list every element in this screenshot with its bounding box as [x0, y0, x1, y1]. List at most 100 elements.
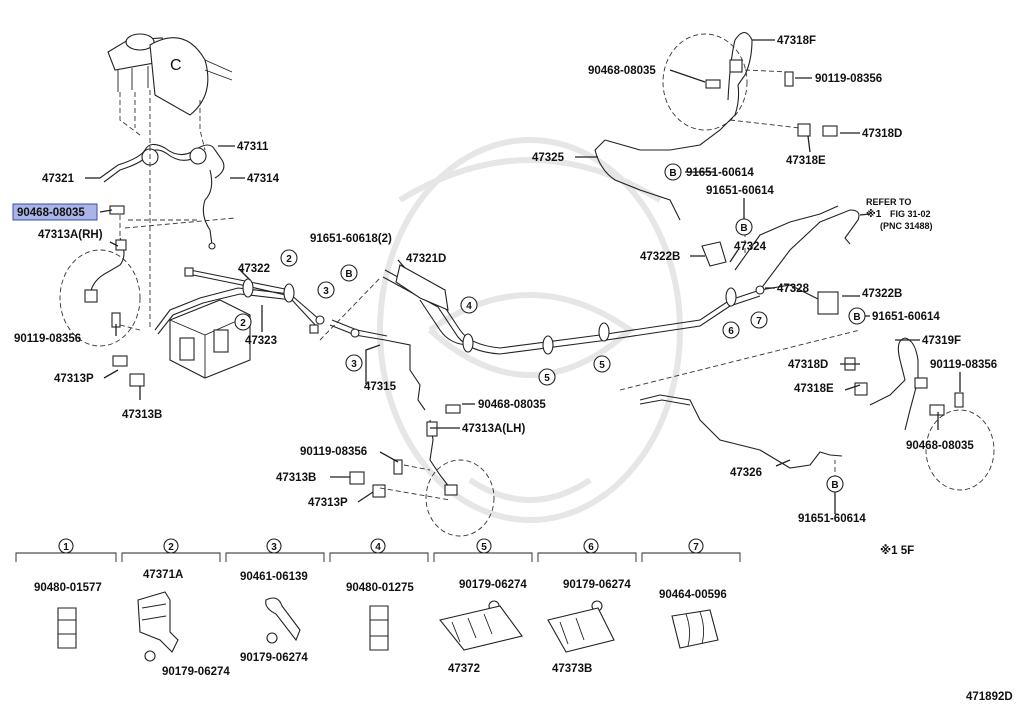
- label-47326[interactable]: 47326: [730, 467, 762, 479]
- label-47322B-b[interactable]: 47322B: [862, 288, 902, 300]
- label-47318D-r[interactable]: 47318D: [788, 359, 828, 371]
- callout-b-1[interactable]: B: [340, 264, 358, 282]
- rear-lh-disc: [925, 409, 995, 491]
- label-91651-60614-d[interactable]: 91651-60614: [798, 513, 866, 525]
- label-91651-60614-a[interactable]: 91651-60614: [686, 167, 754, 179]
- legend-number-2: 2: [168, 542, 174, 553]
- label-47318E-r[interactable]: 47318E: [794, 383, 834, 395]
- label-91651-60614-b[interactable]: 91651-60614: [706, 185, 774, 197]
- legend-item-1[interactable]: 1 90480-01577: [34, 538, 102, 649]
- svg-text:5: 5: [544, 373, 550, 384]
- label-47313P-mid[interactable]: 47313P: [308, 497, 348, 509]
- legend-sub-3: 90179-06274: [240, 652, 308, 664]
- svg-text:7: 7: [756, 316, 762, 327]
- label-90468-08035-r[interactable]: 90468-08035: [906, 440, 974, 452]
- legend-item-2[interactable]: 2 47371A 90179-06274: [137, 538, 230, 678]
- callout-4[interactable]: 4: [460, 296, 478, 314]
- label-47311[interactable]: 47311: [237, 141, 269, 153]
- front-lh-disc: [425, 459, 495, 537]
- callout-2-lower[interactable]: 2: [234, 313, 252, 331]
- brake-booster-assembly[interactable]: C: [107, 33, 233, 116]
- callout-7[interactable]: 7: [750, 311, 768, 329]
- label-47328[interactable]: 47328: [777, 283, 810, 295]
- label-47318D-top[interactable]: 47318D: [862, 128, 902, 140]
- label-90119-08356-r[interactable]: 90119-08356: [930, 359, 997, 371]
- legend-item-6[interactable]: 6 90179-06274 47373B: [547, 538, 631, 675]
- callout-b-4[interactable]: B: [848, 307, 866, 325]
- label-90468-08035-selected[interactable]: 90468-08035: [17, 207, 85, 219]
- legend-number-6: 6: [588, 542, 594, 553]
- label-47319F[interactable]: 47319F: [922, 335, 961, 347]
- callout-5-b[interactable]: 5: [593, 355, 611, 373]
- legend-part-4: 90480-01275: [346, 582, 414, 594]
- legend-part-3: 90461-06139: [240, 571, 308, 583]
- refer-note-line-1: REFER TO: [866, 197, 911, 207]
- svg-text:C: C: [170, 57, 182, 74]
- legend-sub-5: 47372: [448, 663, 480, 675]
- callout-2-upper[interactable]: 2: [280, 249, 298, 267]
- label-47318E-top[interactable]: 47318E: [786, 155, 826, 167]
- label-47323[interactable]: 47323: [245, 335, 277, 347]
- svg-text:3: 3: [323, 286, 329, 297]
- rear-rh-top-disc: [662, 33, 748, 131]
- label-47325[interactable]: 47325: [532, 152, 565, 164]
- label-47322B-a[interactable]: 47322B: [640, 251, 680, 263]
- callout-b-2[interactable]: B: [664, 163, 682, 181]
- svg-text:3: 3: [351, 359, 357, 370]
- legend-item-5[interactable]: 5 90179-06274 47372: [439, 538, 527, 675]
- clamp-legend: 1 90480-01577 2 47371A 90179-06274 3 904…: [15, 538, 741, 678]
- label-47321[interactable]: 47321: [42, 173, 75, 185]
- svg-text:5: 5: [599, 360, 605, 371]
- label-90468-08035-mid[interactable]: 90468-08035: [478, 399, 546, 411]
- legend-number-5: 5: [481, 542, 487, 553]
- label-47315[interactable]: 47315: [364, 381, 397, 393]
- label-90119-08356-mid[interactable]: 90119-08356: [300, 446, 367, 458]
- label-90468-08035-top[interactable]: 90468-08035: [588, 65, 656, 77]
- legend-part-5: 90179-06274: [459, 579, 527, 591]
- label-47318F[interactable]: 47318F: [777, 35, 816, 47]
- svg-text:6: 6: [728, 326, 734, 337]
- callout-3-lower[interactable]: 3: [345, 354, 363, 372]
- callout-b-3[interactable]: B: [735, 218, 753, 236]
- legend-part-1: 90480-01577: [34, 582, 102, 594]
- svg-text:B: B: [669, 168, 676, 179]
- selected-part-highlight[interactable]: 90468-08035: [12, 203, 98, 221]
- svg-text:2: 2: [286, 254, 292, 265]
- part-labels: 47318F 90468-08035 90119-08356 47318D 47…: [12, 35, 1013, 703]
- legend-part-7: 90464-00596: [659, 589, 727, 601]
- legend-item-4[interactable]: 4 90480-01275: [346, 538, 414, 651]
- label-47313B-l[interactable]: 47313B: [122, 409, 162, 421]
- legend-sub-6: 47373B: [552, 663, 592, 675]
- selected-highlight-box: [12, 203, 98, 221]
- label-91651-60614-c[interactable]: 91651-60614: [872, 311, 940, 323]
- callout-3-upper[interactable]: 3: [317, 281, 335, 299]
- legend-part-6: 90179-06274: [563, 579, 631, 591]
- svg-text:4: 4: [466, 301, 472, 312]
- front-rh-disc: [59, 249, 141, 347]
- label-90119-08356-l[interactable]: 90119-08356: [14, 333, 81, 345]
- svg-text:B: B: [345, 269, 352, 280]
- label-47313P-l[interactable]: 47313P: [54, 373, 94, 385]
- callout-b-5[interactable]: B: [826, 475, 844, 493]
- refer-note-line-2: FIG 31-02: [890, 209, 931, 219]
- callout-6[interactable]: 6: [722, 321, 740, 339]
- legend-number-4: 4: [375, 542, 381, 553]
- watermark-emblem: [377, 137, 683, 523]
- label-47313A-LH[interactable]: 47313A(LH): [462, 423, 525, 435]
- legend-number-7: 7: [693, 542, 699, 553]
- legend-item-7[interactable]: 7 90464-00596: [659, 538, 727, 649]
- footnote-5f: ※1 5F: [880, 543, 914, 557]
- label-47313B-mid[interactable]: 47313B: [276, 472, 316, 484]
- legend-item-3[interactable]: 3 90461-06139 90179-06274: [240, 538, 308, 664]
- label-47313A-RH[interactable]: 47313A(RH): [38, 229, 103, 241]
- label-47324[interactable]: 47324: [734, 241, 767, 253]
- callout-5-a[interactable]: 5: [538, 368, 556, 386]
- label-47314[interactable]: 47314: [247, 173, 280, 185]
- label-47322[interactable]: 47322: [238, 263, 270, 275]
- abs-actuator[interactable]: [169, 299, 251, 379]
- label-91651-60618[interactable]: 91651-60618(2): [310, 233, 392, 245]
- label-47321D[interactable]: 47321D: [406, 253, 446, 265]
- label-90119-08356-top[interactable]: 90119-08356: [815, 73, 882, 85]
